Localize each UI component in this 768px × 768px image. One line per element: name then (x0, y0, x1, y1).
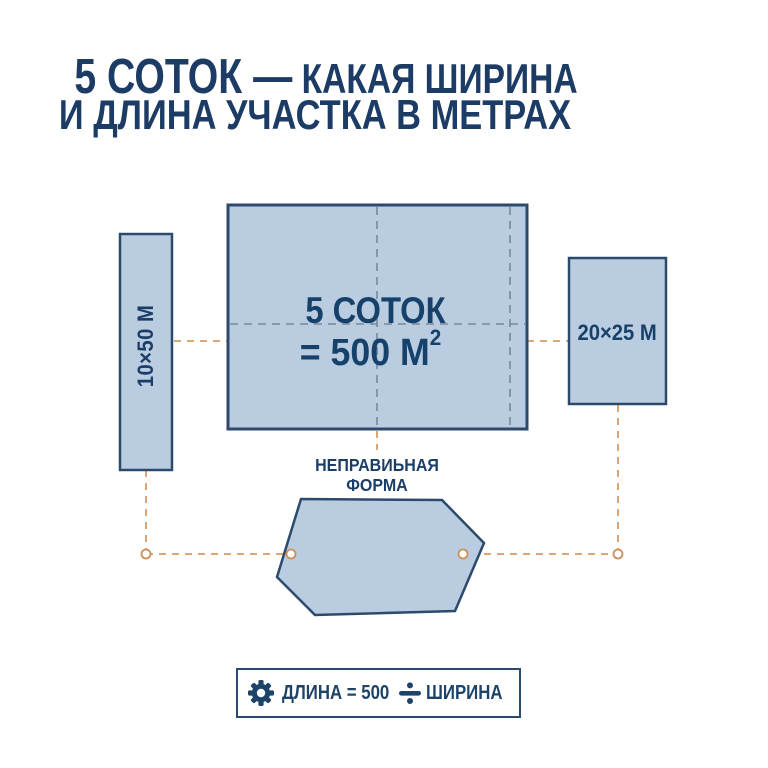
plot-irregular-label: НЕПРАВИЬНАЯ ФОРМА (277, 455, 477, 495)
plot-main-label: 5 СОТОК = 500 М2 (228, 205, 527, 429)
connector-nodes (140, 548, 624, 560)
plot-irregular-label-line1: НЕПРАВИЬНАЯ (315, 455, 439, 475)
formula-prefix: ДЛИНА = 500 (282, 681, 390, 704)
title-line-1-rest: КАКАЯ ШИРИНА (292, 55, 578, 102)
node-hex-left (285, 548, 297, 560)
plot-main-area-value: = 500 М (299, 332, 430, 374)
plot-right-block (567, 256, 668, 406)
node-right (612, 548, 624, 560)
title-line-2: И ДЛИНА УЧАСТКА В МЕТРАХ (58, 91, 572, 138)
node-hex-right (457, 548, 469, 560)
gear-icon (248, 680, 274, 706)
divide-icon (398, 682, 421, 704)
main-grid-dashes (230, 207, 525, 427)
title-line-1: 5 СОТОК — КАКАЯ ШИРИНА (70, 53, 582, 102)
page-title: 5 СОТОК — КАКАЯ ШИРИНА И ДЛИНА УЧАСТКА В… (0, 52, 640, 138)
plot-main-area-sup: 2 (429, 325, 442, 351)
formula-suffix: ШИРИНА (425, 681, 503, 704)
node-left (140, 548, 152, 560)
plot-irregular-label-line2: ФОРМА (346, 475, 408, 495)
plot-left-label-wrap: 10×50 М (120, 234, 172, 470)
plot-right-label: 20×25 М (569, 258, 666, 404)
plot-main-label-line1: 5 СОТОК (305, 290, 446, 331)
plot-left-strip (118, 232, 174, 472)
plot-right-label-text: 20×25 М (577, 319, 658, 345)
title-line-1-big: 5 СОТОК — (74, 50, 293, 104)
plot-irregular (275, 497, 486, 617)
formula-box: ДЛИНА = 500 ШИРИНА (236, 668, 521, 718)
plot-main-label-line2: = 500 М2 (230, 327, 511, 374)
plot-left-label: 10×50 М (133, 304, 159, 388)
